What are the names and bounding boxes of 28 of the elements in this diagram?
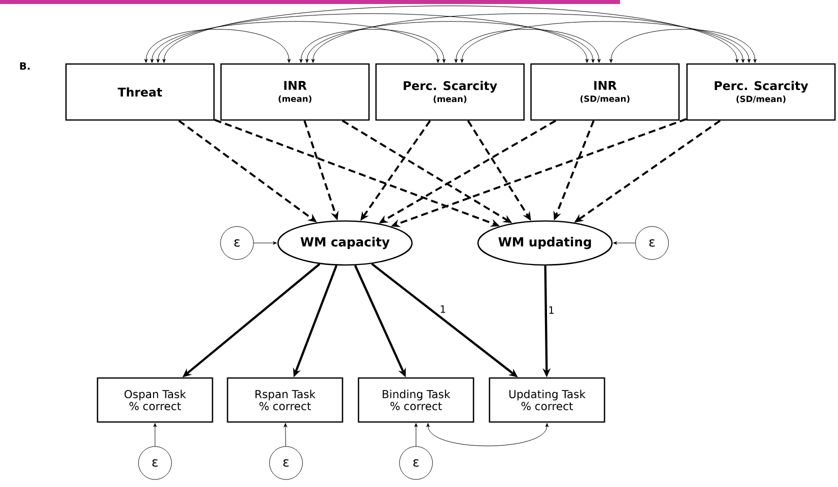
edge-label: 1: [440, 305, 446, 313]
task-box: Binding Task % correct: [358, 377, 474, 423]
arrow: [311, 13, 745, 63]
arrow: [305, 21, 595, 63]
arrow: [426, 423, 549, 446]
arrow: [150, 21, 440, 63]
arrow: [162, 6, 739, 63]
arrow: [613, 241, 636, 245]
variable-box: INR (mean): [220, 63, 370, 121]
task-box: Rspan Task % correct: [226, 377, 344, 423]
variable-box: Threat: [65, 63, 215, 121]
task-box: Ospan Task % correct: [96, 377, 214, 423]
arrow: [144, 29, 291, 63]
task-box: Updating Task % correct: [488, 377, 606, 423]
arrow: [460, 21, 751, 63]
arrow: [414, 423, 418, 446]
variable-box: Perc. Scarcity (mean): [375, 63, 525, 121]
arrow: [156, 13, 589, 63]
variable-box: INR (SD/mean): [530, 63, 680, 121]
arrow: [254, 241, 277, 245]
arrow: [153, 423, 157, 446]
arrow: [284, 423, 288, 446]
arrow: [454, 29, 601, 63]
variable-box: Perc. Scarcity (SD/mean): [686, 63, 836, 121]
panel-label: B.: [20, 62, 30, 70]
arrow: [299, 29, 446, 63]
arrow: [609, 28, 757, 63]
edge-label: 1: [549, 306, 554, 314]
